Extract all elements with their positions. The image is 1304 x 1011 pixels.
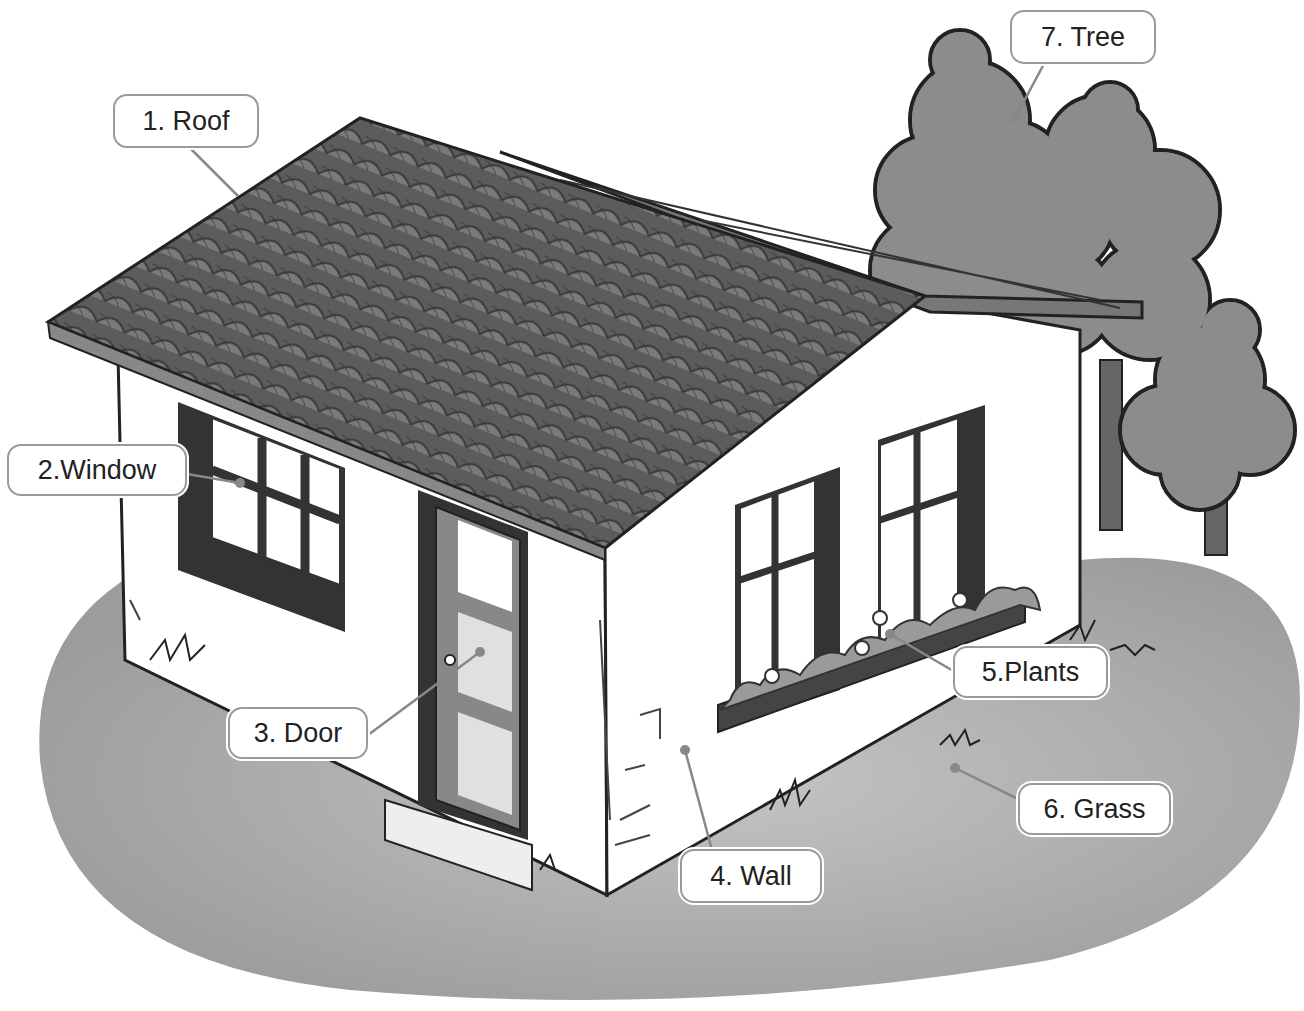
callout-label: 7. Tree: [1041, 22, 1125, 53]
callout-box: 7. Tree: [1010, 10, 1156, 64]
callout-label: 1. Roof: [142, 106, 229, 137]
callout-box: 2.Window: [7, 444, 187, 496]
callout-box: 3. Door: [228, 707, 368, 759]
door: [385, 490, 532, 890]
callout-label: 3. Door: [254, 718, 343, 749]
roof: [48, 118, 1142, 560]
callout-box: 1. Roof: [113, 94, 259, 148]
callout-label: 2.Window: [38, 455, 157, 486]
callout-label: 4. Wall: [710, 861, 792, 892]
callout-box: 6. Grass: [1018, 783, 1171, 835]
leader-lines: [187, 62, 1045, 850]
callout-box: 4. Wall: [680, 849, 822, 903]
callout-box: 5.Plants: [953, 646, 1108, 698]
grass-tufts: [150, 620, 1155, 870]
callout-label: 6. Grass: [1043, 794, 1145, 825]
callout-label: 5.Plants: [982, 657, 1080, 688]
